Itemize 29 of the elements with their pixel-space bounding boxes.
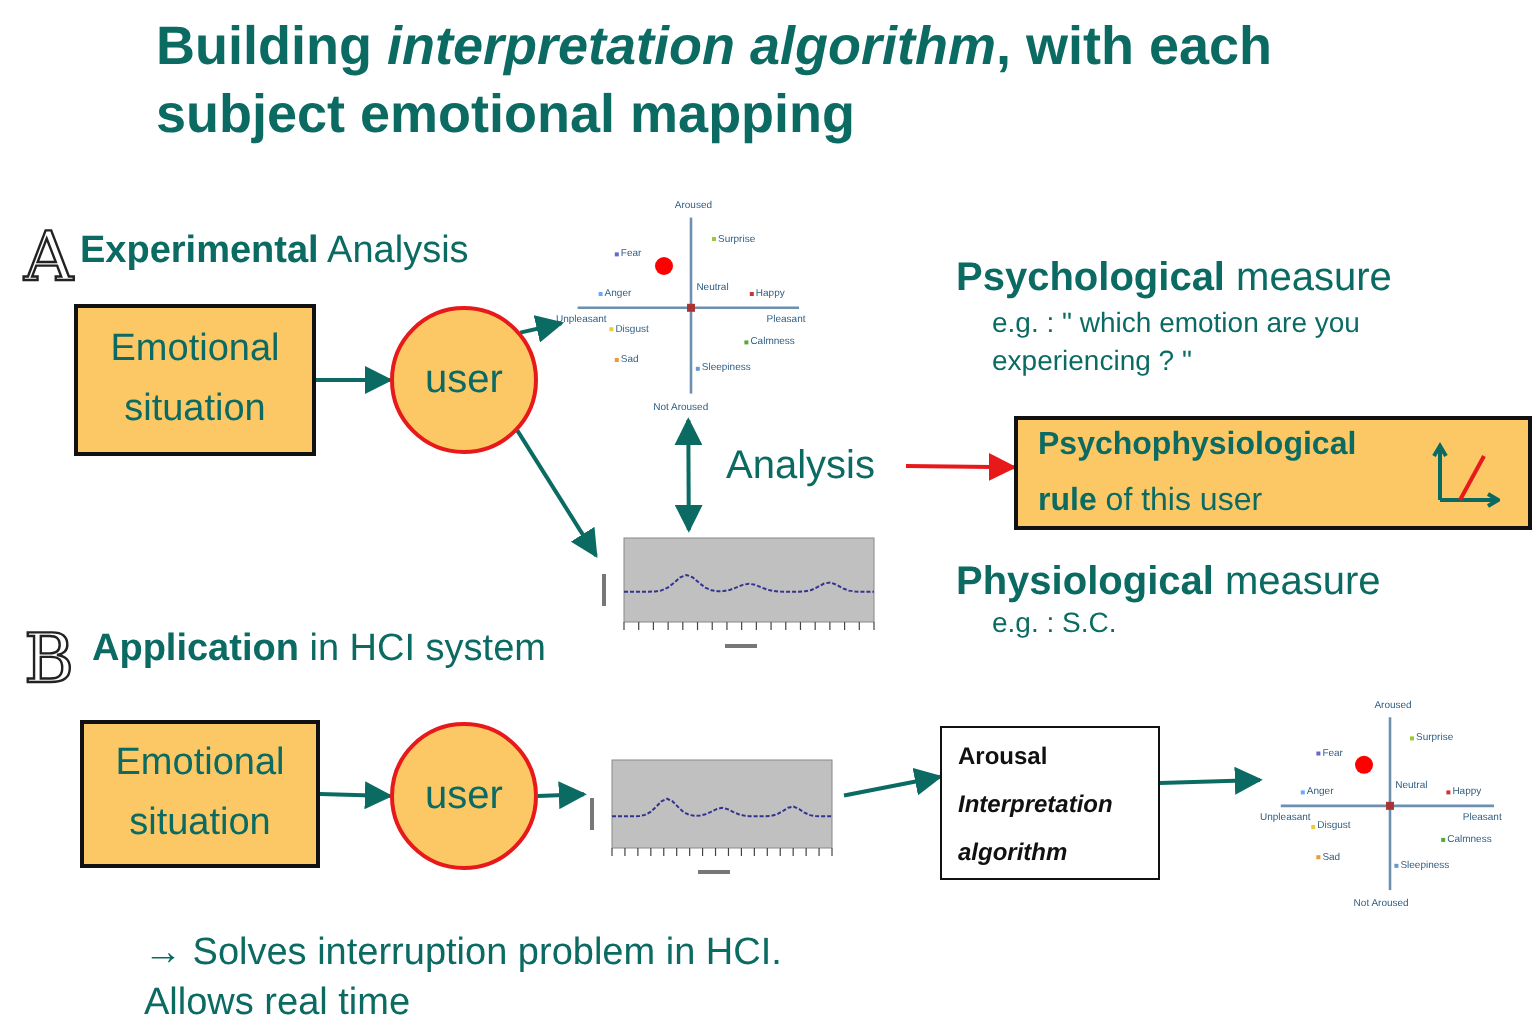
arrow [319, 781, 393, 810]
algorithm-text: Arousal Interpretation algorithm [958, 739, 1115, 869]
analysis-text: Analysis [726, 442, 875, 490]
algorithm-box [940, 726, 1160, 880]
circle-text: user [425, 772, 503, 822]
text-label: Physiological measure [956, 558, 1383, 606]
text-label: Application in HCI system [92, 628, 548, 674]
arrow [674, 417, 703, 533]
arrow [1159, 766, 1263, 795]
text-label: e.g. : " which emotion are you experiencing ? " [992, 304, 1362, 380]
situation-box [80, 720, 320, 868]
box-text: Emotional situation [108, 325, 282, 434]
text-label: Psychological measure [956, 254, 1394, 302]
arrow [537, 781, 587, 810]
arrow [843, 767, 943, 798]
rule-text: Psychophysiological rule of this user [1038, 426, 1359, 521]
circle-text: user [425, 356, 503, 406]
text-label: e.g. : S.C. [992, 606, 1119, 640]
arrow [905, 453, 1017, 481]
arrow [515, 429, 598, 558]
section-letter: A [24, 224, 74, 292]
arrow [519, 315, 565, 343]
situation-box [74, 304, 316, 456]
section-letter: B [24, 626, 74, 694]
box-text: Emotional situation [113, 739, 287, 848]
arrow [316, 366, 393, 394]
title: Building interpretation algorithm, with each subject emotional mapping [156, 14, 1275, 148]
text-label: → Solves interruption problem in HCI. Allows real time [144, 930, 784, 1026]
text-label: Experimental Analysis [80, 230, 471, 276]
